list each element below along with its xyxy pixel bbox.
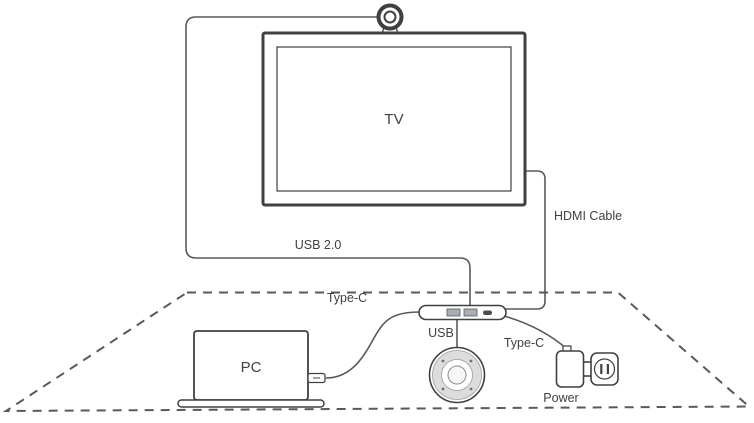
type-c-cable-left — [325, 311, 421, 379]
pc-label: PC — [241, 359, 262, 376]
usb-2-cable-label: USB 2.0 — [295, 238, 342, 252]
hdmi-cable-label: HDMI Cable — [554, 209, 622, 223]
usb-hub — [418, 304, 507, 321]
wall-outlet-icon — [590, 352, 619, 386]
webcam-icon — [376, 3, 404, 35]
usb-port-label: USB — [428, 326, 454, 340]
tv-label: TV — [384, 111, 403, 128]
speakerphone-dot-2 — [441, 359, 445, 363]
usb-dongle-icon — [307, 372, 326, 384]
hub-usb-port-2 — [463, 308, 478, 317]
speakerphone-dot-3 — [441, 387, 445, 391]
speakerphone-dot-1 — [469, 359, 473, 363]
power-label: Power — [543, 391, 578, 405]
hub-type-c-port — [483, 310, 492, 315]
tv-display: TV — [261, 31, 527, 207]
power-adapter — [555, 345, 591, 388]
type-c-left-label: Type-C — [327, 291, 367, 305]
laptop: PC — [177, 330, 326, 408]
usb-2-cable — [185, 16, 471, 306]
type-c-right-label: Type-C — [504, 336, 544, 350]
speakerphone-dot-4 — [469, 387, 473, 391]
hdmi-cable — [500, 170, 546, 310]
hub-usb-port-1 — [446, 308, 461, 317]
table-surface-outline — [2, 291, 752, 413]
speakerphone — [428, 346, 486, 404]
